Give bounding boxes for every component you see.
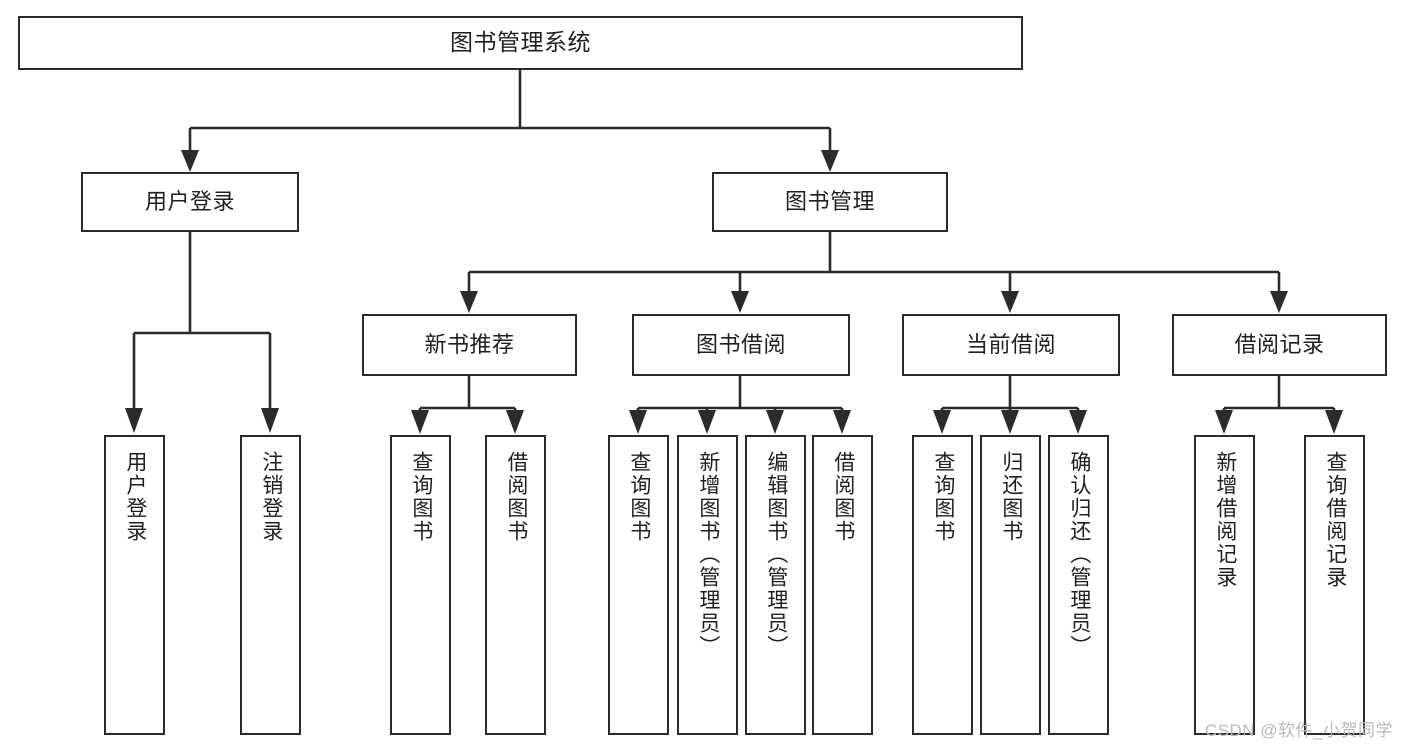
- node-leaf-user-login[interactable]: 用户登录: [104, 435, 165, 735]
- arrowhead-leaf-add-record: [1215, 410, 1233, 434]
- node-leaf-borrow-book-2[interactable]: 借阅图书: [812, 435, 873, 735]
- node-leaf-edit-book-label: 编辑图书（管理员）: [764, 451, 788, 658]
- node-leaf-query-book-1-label: 查询图书: [409, 451, 433, 543]
- node-leaf-confirm-return-label: 确认归还（管理员）: [1067, 451, 1091, 658]
- node-borrow-record[interactable]: 借阅记录: [1172, 314, 1387, 376]
- arrowhead-borrow-record: [1270, 291, 1288, 313]
- node-leaf-return-book[interactable]: 归还图书: [980, 435, 1041, 735]
- arrowhead-user-login: [181, 150, 199, 172]
- watermark-text: CSDN @软件_小贺同学: [1204, 721, 1393, 740]
- arrowhead-leaf-borrow-book-2: [833, 410, 851, 434]
- node-leaf-add-record[interactable]: 新增借阅记录: [1194, 435, 1255, 735]
- node-leaf-query-record[interactable]: 查询借阅记录: [1304, 435, 1365, 735]
- node-book-borrow-label: 图书借阅: [695, 331, 786, 357]
- node-leaf-logout-login[interactable]: 注销登录: [240, 435, 301, 735]
- arrowhead-leaf-user-login: [125, 408, 143, 433]
- arrowhead-book-manage: [821, 150, 839, 172]
- node-current-borrow-label: 当前借阅: [965, 331, 1056, 357]
- node-leaf-query-book-2[interactable]: 查询图书: [608, 435, 669, 735]
- node-user-login-label: 用户登录: [144, 188, 235, 214]
- arrowhead-leaf-confirm-return: [1069, 410, 1087, 434]
- node-leaf-add-record-label: 新增借阅记录: [1213, 451, 1237, 589]
- arrowhead-leaf-query-record: [1325, 410, 1343, 434]
- node-leaf-borrow-book-2-label: 借阅图书: [831, 451, 855, 543]
- node-current-borrow[interactable]: 当前借阅: [902, 314, 1120, 376]
- node-user-login[interactable]: 用户登录: [81, 172, 299, 232]
- node-leaf-query-book-2-label: 查询图书: [627, 451, 651, 543]
- arrowhead-leaf-query-book-3: [933, 410, 951, 434]
- arrowhead-leaf-add-book: [698, 410, 716, 434]
- arrowhead-book-borrow: [731, 291, 749, 313]
- node-new-book-recommend[interactable]: 新书推荐: [362, 314, 577, 376]
- arrowhead-current-borrow: [1001, 291, 1019, 313]
- node-leaf-add-book-label: 新增图书（管理员）: [696, 451, 720, 658]
- arrowhead-new-book-recommend: [460, 291, 478, 313]
- node-leaf-confirm-return[interactable]: 确认归还（管理员）: [1048, 435, 1109, 735]
- node-leaf-query-book-3[interactable]: 查询图书: [912, 435, 973, 735]
- node-book-manage-label: 图书管理: [784, 188, 875, 214]
- arrowhead-leaf-return-book: [1001, 410, 1019, 434]
- node-leaf-edit-book[interactable]: 编辑图书（管理员）: [745, 435, 806, 735]
- node-leaf-user-login-label: 用户登录: [123, 451, 147, 543]
- node-book-manage[interactable]: 图书管理: [712, 172, 948, 232]
- arrowhead-leaf-query-book-1: [411, 410, 429, 434]
- node-leaf-query-record-label: 查询借阅记录: [1323, 451, 1347, 589]
- arrowhead-leaf-logout-login: [261, 408, 279, 433]
- node-leaf-return-book-label: 归还图书: [999, 451, 1023, 543]
- arrowhead-leaf-borrow-book-1: [506, 410, 524, 434]
- arrowhead-leaf-edit-book: [766, 410, 784, 434]
- node-book-borrow[interactable]: 图书借阅: [632, 314, 850, 376]
- node-leaf-logout-login-label: 注销登录: [259, 451, 283, 543]
- node-new-book-recommend-label: 新书推荐: [424, 331, 515, 357]
- node-leaf-borrow-book-1[interactable]: 借阅图书: [485, 435, 546, 735]
- arrowhead-leaf-query-book-2: [629, 410, 647, 434]
- node-leaf-borrow-book-1-label: 借阅图书: [504, 451, 528, 543]
- node-borrow-record-label: 借阅记录: [1234, 331, 1325, 357]
- node-root-label: 图书管理系统: [450, 29, 591, 56]
- node-leaf-query-book-1[interactable]: 查询图书: [390, 435, 451, 735]
- node-leaf-query-book-3-label: 查询图书: [931, 451, 955, 543]
- node-leaf-add-book[interactable]: 新增图书（管理员）: [677, 435, 738, 735]
- node-root[interactable]: 图书管理系统: [18, 16, 1023, 70]
